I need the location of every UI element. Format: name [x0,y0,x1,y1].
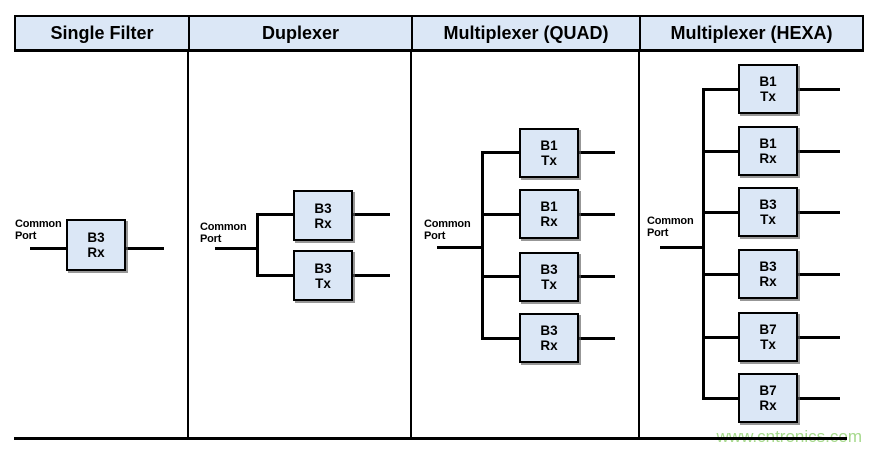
filter-band-label: B3 [540,323,558,338]
filter-box-b3-rx: B3 Rx [519,313,579,363]
filter-path-label: Tx [315,275,331,291]
branch-wire [702,273,738,276]
common-port-wire [660,246,705,249]
branch-wire [702,397,738,400]
filter-path-label: Rx [759,274,777,289]
output-wire [798,211,840,214]
branch-wire [481,151,519,154]
output-wire [798,273,840,276]
bus-wire [481,151,484,340]
header-duplexer: Duplexer [188,17,411,49]
output-wire [798,397,840,400]
branch-wire [702,336,738,339]
branch-wire [256,213,293,216]
filter-box-b1-tx: B1 Tx [738,64,798,114]
filter-box-b1-rx: B1 Rx [738,126,798,176]
bus-wire [702,88,705,400]
filter-box-b3-rx: B3 Rx [66,219,126,271]
table-header-row: Single Filter Duplexer Multiplexer (QUAD… [14,15,864,52]
output-wire [126,247,164,250]
filter-band-label: B1 [540,138,558,153]
output-wire [798,336,840,339]
filter-path-label: Rx [314,215,332,231]
filter-box-b3-rx: B3 Rx [738,249,798,299]
filter-box-b3-tx: B3 Tx [293,250,353,301]
header-multiplexer-hexa: Multiplexer (HEXA) [639,17,862,49]
filter-path-label: Tx [541,153,557,168]
filter-box-b7-tx: B7 Tx [738,312,798,362]
common-port-wire [437,246,484,249]
branch-wire [702,150,738,153]
filter-band-label: B3 [759,197,777,212]
output-wire [579,151,615,154]
column-divider [410,52,412,438]
output-wire [353,274,390,277]
common-port-label: Common Port [15,218,62,242]
filter-box-b3-rx: B3 Rx [293,190,353,241]
header-single-filter: Single Filter [50,22,154,43]
filter-band-label: B3 [314,260,332,276]
filter-band-label: B3 [540,262,558,277]
filter-path-label: Rx [87,245,105,260]
common-port-wire [215,247,259,250]
branch-wire [481,213,519,216]
branch-wire [702,211,738,214]
filter-band-label: B3 [314,200,332,216]
output-wire [579,337,615,340]
output-wire [579,213,615,216]
filter-band-label: B7 [759,322,777,337]
filter-path-label: Rx [759,151,777,166]
filter-path-label: Rx [540,214,558,229]
filter-band-label: B1 [540,199,558,214]
filter-box-b1-tx: B1 Tx [519,128,579,178]
filter-path-label: Tx [541,277,557,292]
column-divider [187,52,189,438]
filter-path-label: Rx [759,398,777,413]
header-multiplexer-quad: Multiplexer (QUAD) [411,17,639,49]
common-port-wire [30,247,67,250]
filter-path-label: Rx [540,338,558,353]
filter-box-b3-tx: B3 Tx [519,252,579,302]
filter-box-b3-tx: B3 Tx [738,187,798,237]
filter-band-label: B1 [759,136,777,151]
common-port-label: Common Port [647,215,694,239]
filter-box-b1-rx: B1 Rx [519,189,579,239]
filter-band-label: B7 [759,383,777,398]
output-wire [579,275,615,278]
output-wire [798,88,840,91]
filter-band-label: B1 [759,74,777,89]
output-wire [353,213,390,216]
output-wire [798,150,840,153]
branch-wire [481,275,519,278]
filter-band-label: B3 [87,230,105,245]
filter-path-label: Tx [760,89,776,104]
common-port-label: Common Port [200,221,247,245]
filter-path-label: Tx [760,337,776,352]
branch-wire [256,274,293,277]
branch-wire [702,88,738,91]
filter-box-b7-rx: B7 Rx [738,373,798,423]
table-bottom-border [14,437,847,440]
branch-wire [481,337,519,340]
bus-wire [256,213,259,277]
filter-path-label: Tx [760,212,776,227]
filter-band-label: B3 [759,259,777,274]
watermark-text: www.cntronics.com [686,427,862,447]
common-port-label: Common Port [424,218,471,242]
column-divider [638,52,640,438]
